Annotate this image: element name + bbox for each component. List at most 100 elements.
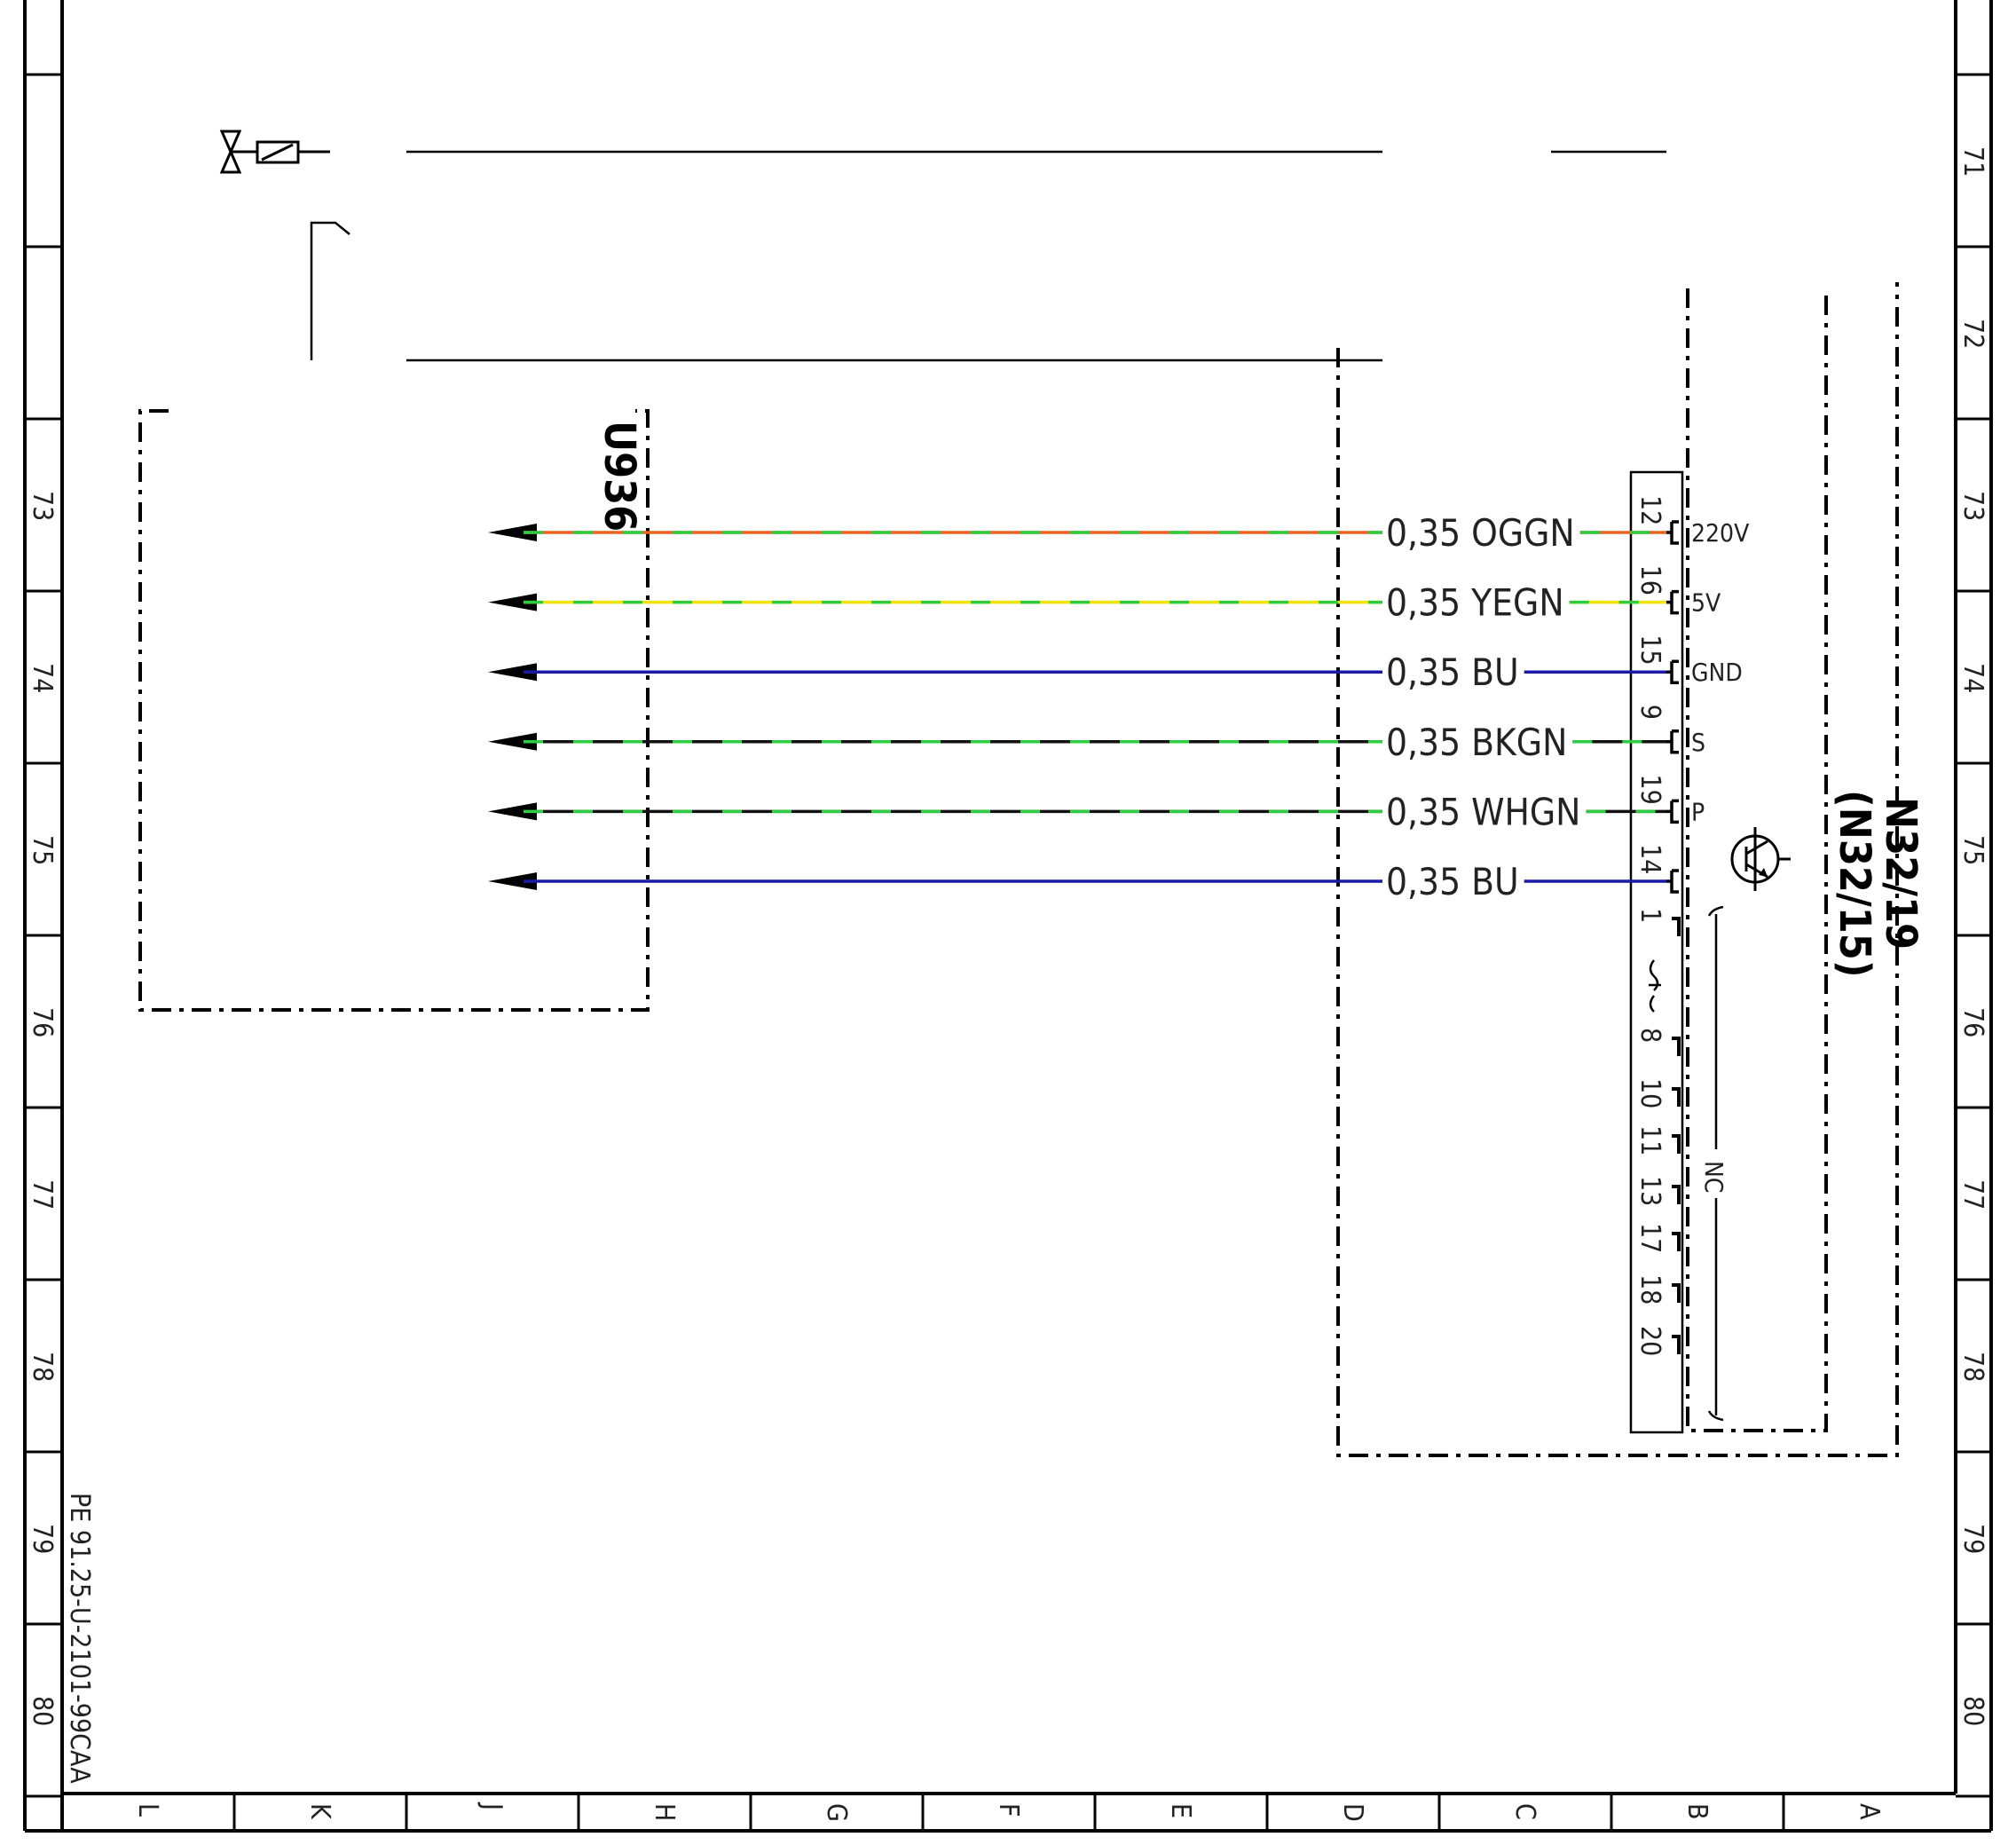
nc-bracket bbox=[1707, 905, 1724, 1422]
wire-label: 0,35 BKGN bbox=[1386, 721, 1567, 764]
row-label-left: 80 bbox=[27, 1696, 58, 1726]
transistor-icon bbox=[1730, 827, 1791, 891]
pin-bridge-marker bbox=[1649, 959, 1661, 1013]
drawing-frame bbox=[23, 0, 1993, 1833]
pin-terminal bbox=[1672, 1037, 1681, 1056]
arrow-icon bbox=[488, 593, 537, 611]
row-label-left: 76 bbox=[27, 1007, 58, 1037]
unused-pin: 20 bbox=[1634, 1326, 1681, 1356]
column-label: H bbox=[649, 1803, 680, 1821]
arrow-icon bbox=[488, 732, 537, 751]
signal-name: S bbox=[1691, 728, 1705, 757]
pin-terminal bbox=[1666, 520, 1679, 545]
column-label: F bbox=[993, 1803, 1024, 1817]
pin-number: 18 bbox=[1634, 1274, 1666, 1305]
pin-number: 16 bbox=[1634, 565, 1666, 595]
pin-number: 12 bbox=[1634, 495, 1666, 525]
pin-terminal bbox=[1666, 729, 1679, 754]
pin-number: 17 bbox=[1634, 1223, 1666, 1253]
nc-label: NC bbox=[1699, 1161, 1729, 1193]
column-label: L bbox=[132, 1803, 163, 1817]
pin-terminal bbox=[1672, 1134, 1681, 1154]
pin-number: 9 bbox=[1634, 705, 1666, 720]
pin-number: 20 bbox=[1634, 1326, 1666, 1356]
unused-pin: 10 bbox=[1634, 1078, 1681, 1108]
pin-number: 11 bbox=[1634, 1125, 1666, 1155]
row-label-left: 78 bbox=[27, 1352, 58, 1382]
row-label-left: 79 bbox=[27, 1524, 58, 1554]
unused-pin: 1 bbox=[1634, 908, 1681, 936]
column-label: C bbox=[1509, 1803, 1540, 1820]
row-label-left: 77 bbox=[27, 1179, 58, 1210]
row-label-right: 78 bbox=[1957, 1352, 1988, 1382]
unused-pin: 13 bbox=[1634, 1176, 1681, 1206]
reference-lines bbox=[310, 150, 1666, 362]
unused-pin: 11 bbox=[1634, 1125, 1681, 1155]
pin-terminal bbox=[1672, 1087, 1681, 1107]
arrow-icon bbox=[488, 802, 537, 821]
n32-connector-housing bbox=[1629, 470, 1684, 1434]
pin-terminal bbox=[1666, 799, 1679, 824]
u936-label: U936 bbox=[595, 421, 644, 532]
arrow-icon bbox=[488, 524, 537, 541]
signal-name: GND bbox=[1691, 658, 1743, 687]
signal-name: P bbox=[1691, 797, 1705, 826]
pin-number: 8 bbox=[1634, 1028, 1666, 1043]
arrow-icon bbox=[488, 872, 537, 890]
row-label-left: 75 bbox=[27, 835, 58, 865]
signal-name: 220V bbox=[1691, 518, 1750, 548]
n32-15-label: (N32/15) bbox=[1830, 790, 1879, 978]
pin-number: 10 bbox=[1634, 1078, 1666, 1108]
pin-number: 14 bbox=[1634, 844, 1666, 874]
column-label: G bbox=[821, 1803, 852, 1822]
pin-terminal bbox=[1672, 917, 1681, 936]
row-label-right: 71 bbox=[1957, 146, 1988, 177]
wire: 0,35 YEGN 16 5V bbox=[488, 565, 1721, 625]
column-label: A bbox=[1854, 1803, 1885, 1820]
pin-terminal bbox=[1666, 659, 1679, 684]
wire-label: 0,35 YEGN bbox=[1386, 581, 1564, 625]
unused-pin: 18 bbox=[1634, 1274, 1681, 1305]
harness-boundaries bbox=[1336, 282, 1899, 1457]
pin-terminal bbox=[1666, 869, 1679, 894]
row-label-right: 76 bbox=[1957, 1007, 1988, 1037]
signal-name: 5V bbox=[1691, 588, 1721, 618]
pin-terminal bbox=[1666, 589, 1679, 615]
column-label: B bbox=[1681, 1803, 1713, 1820]
unused-pin: 17 bbox=[1634, 1223, 1681, 1253]
pin-number: 1 bbox=[1634, 908, 1666, 923]
solenoid-valve-icon bbox=[219, 130, 330, 174]
arrow-icon bbox=[488, 663, 537, 682]
wire: 0,35 BU 14 bbox=[488, 844, 1679, 903]
unused-pin: 8 bbox=[1634, 1028, 1681, 1056]
pin-number: 13 bbox=[1634, 1176, 1666, 1206]
pin-terminal bbox=[1672, 1185, 1681, 1204]
wire-label: 0,35 BU bbox=[1386, 860, 1519, 903]
pin-terminal bbox=[1672, 1232, 1681, 1251]
pin-terminal bbox=[1672, 1283, 1681, 1303]
row-label-right: 80 bbox=[1957, 1696, 1988, 1726]
row-label-left: 73 bbox=[27, 491, 58, 521]
row-label-right: 73 bbox=[1957, 491, 1988, 521]
pin-number: 19 bbox=[1634, 774, 1666, 804]
column-label: J bbox=[476, 1802, 508, 1810]
column-label: E bbox=[1165, 1803, 1196, 1818]
row-label-left: 74 bbox=[27, 663, 58, 693]
column-label: K bbox=[304, 1803, 335, 1820]
row-label-right: 75 bbox=[1957, 835, 1988, 865]
wire-label: 0,35 BU bbox=[1386, 650, 1519, 694]
document-number: PE 91.25-U-2101-99CAA bbox=[64, 1493, 95, 1784]
column-label: D bbox=[1337, 1803, 1368, 1822]
row-label-right: 72 bbox=[1957, 319, 1988, 349]
wire: 0,35 BKGN 9S bbox=[488, 705, 1705, 764]
pin-number: 15 bbox=[1634, 635, 1666, 665]
n32-19-label: N32/19 bbox=[1876, 797, 1925, 950]
